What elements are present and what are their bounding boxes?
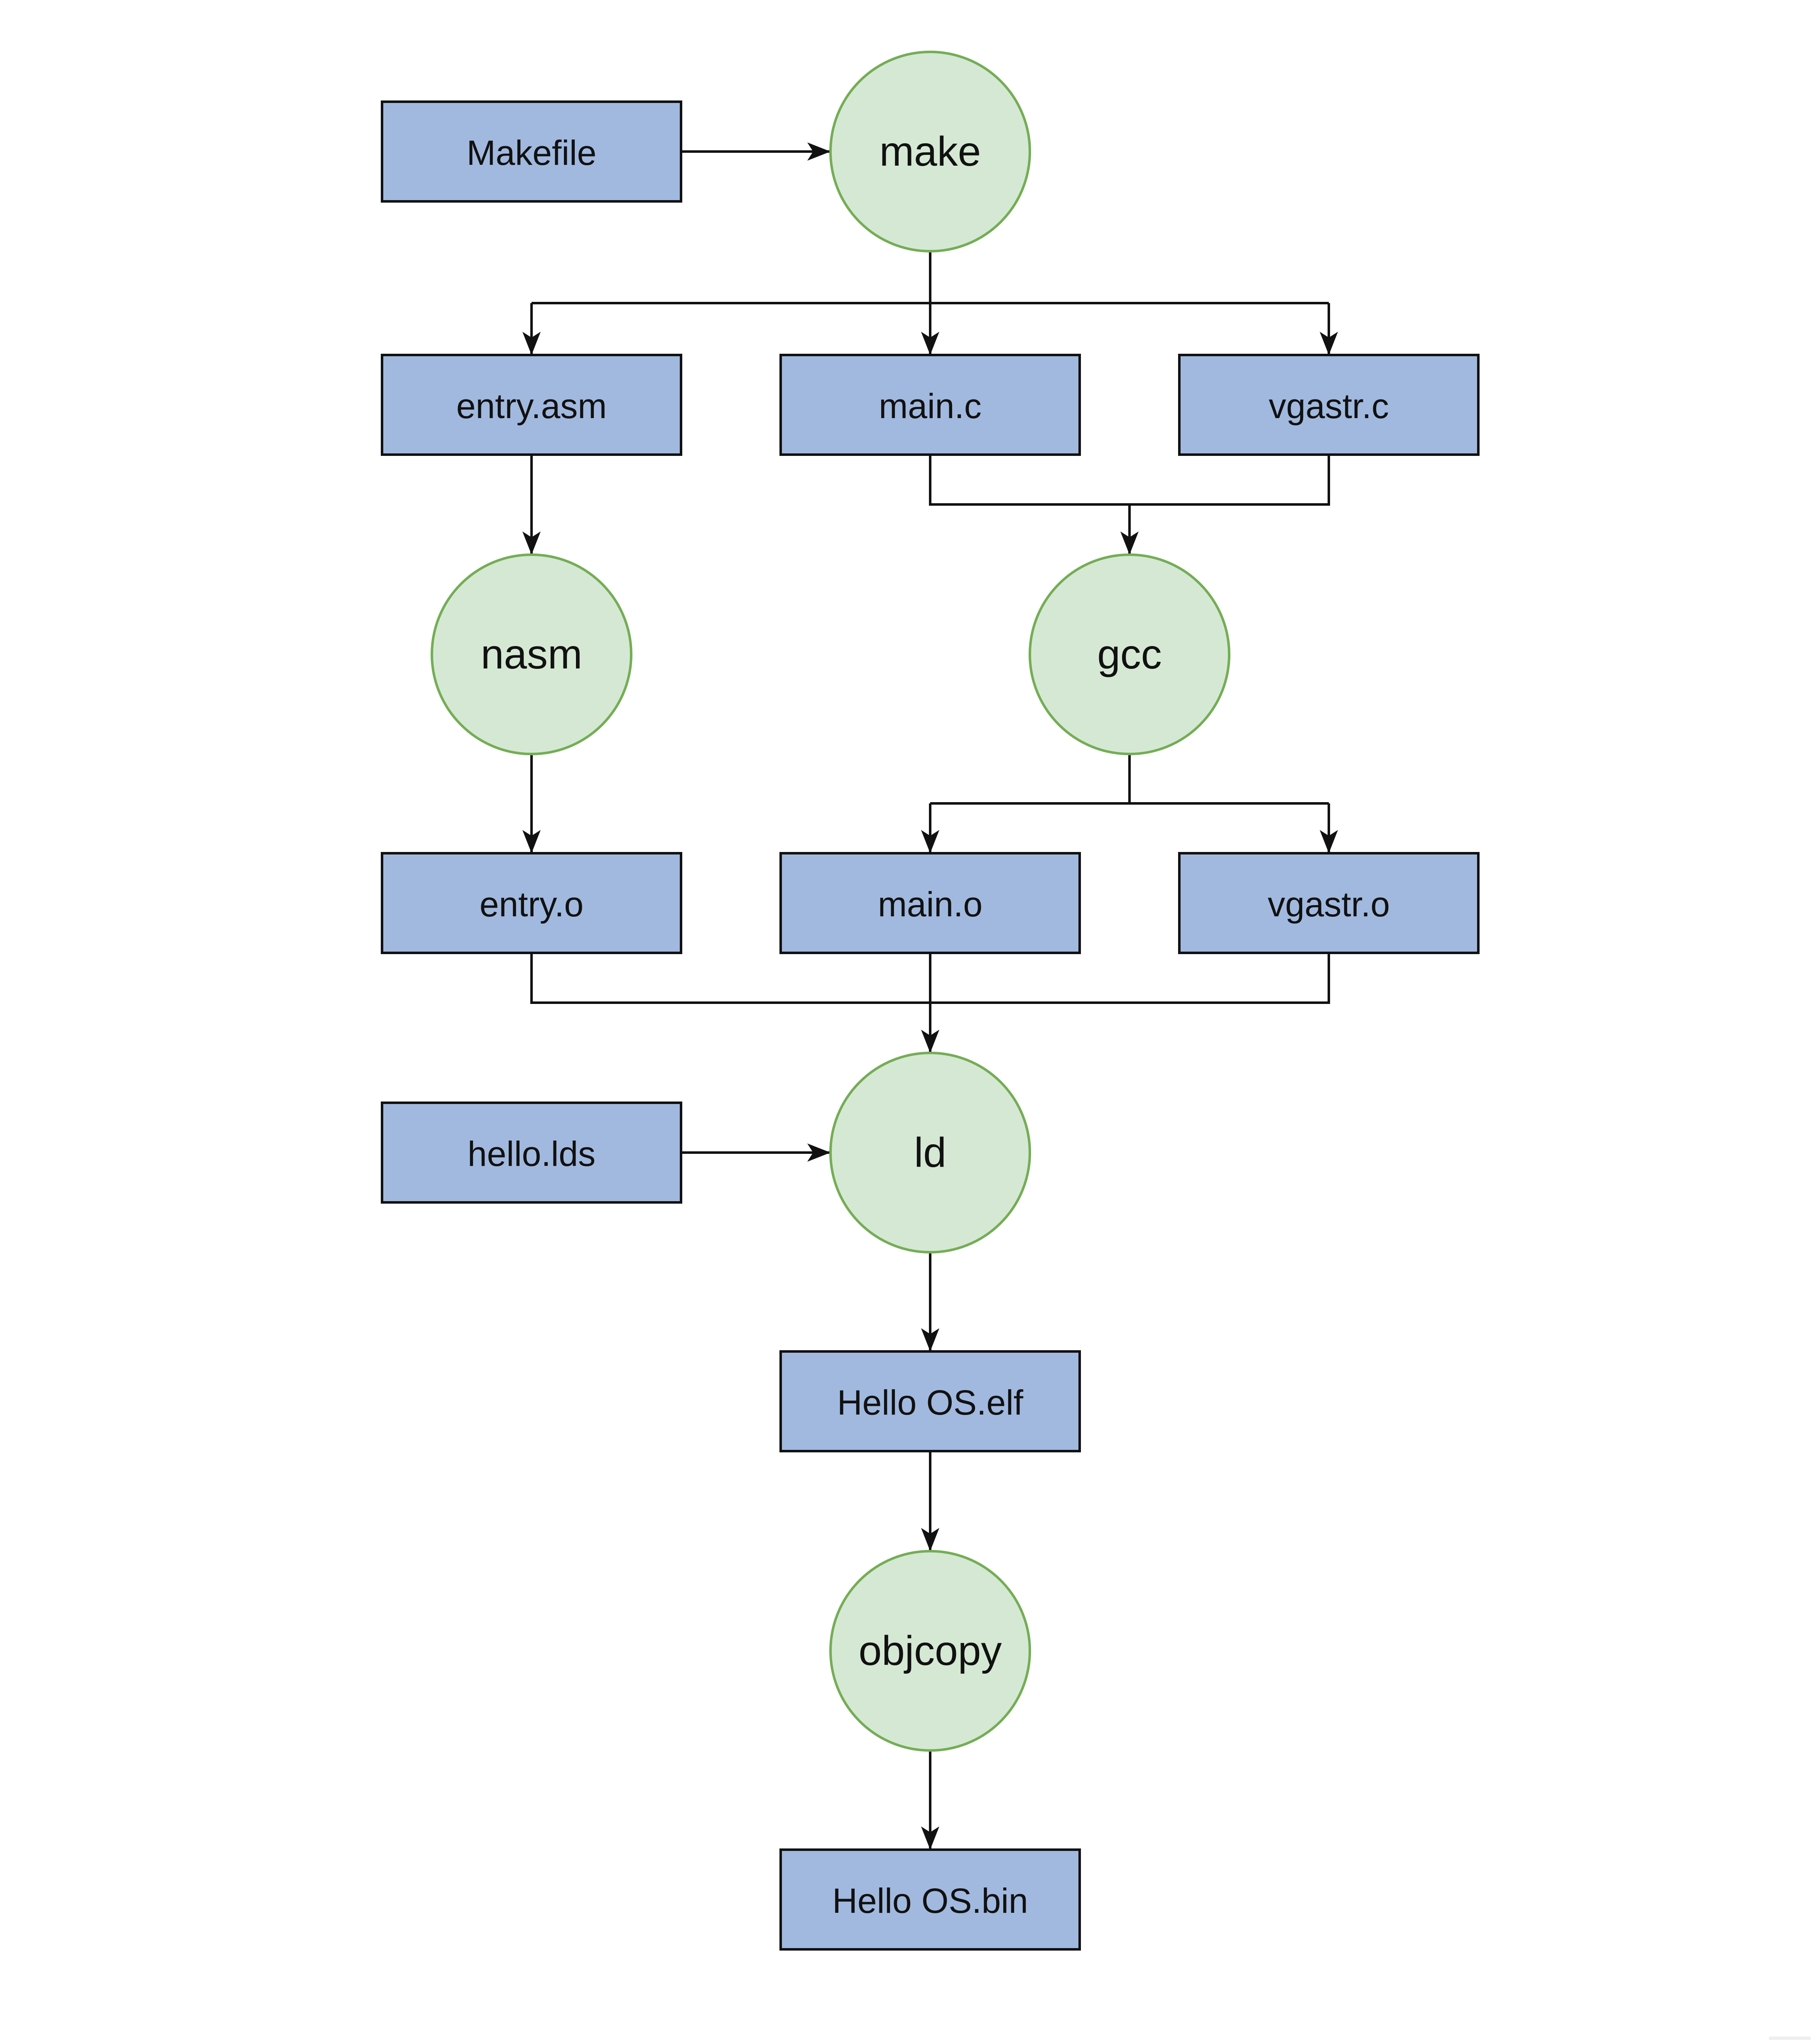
node-ld: ld: [829, 1052, 1031, 1253]
node-main-c-label: main.c: [879, 387, 981, 426]
node-entry-o: entry.o: [381, 852, 682, 954]
node-hello-lds-label: hello.lds: [468, 1134, 595, 1173]
node-gcc-label: gcc: [1097, 631, 1162, 678]
node-main-o-label: main.o: [878, 885, 983, 924]
node-vgastr-c-label: vgastr.c: [1269, 387, 1389, 426]
node-hello-os-elf-label: Hello OS.elf: [837, 1383, 1024, 1422]
node-hello-os-bin-label: Hello OS.bin: [832, 1881, 1028, 1920]
node-vgastr-c: vgastr.c: [1178, 354, 1480, 456]
watermark-mark: [1769, 2037, 1811, 2040]
node-hello-lds: hello.lds: [381, 1102, 682, 1204]
node-makefile: Makefile: [381, 100, 682, 203]
node-make: make: [829, 51, 1031, 252]
node-objcopy: objcopy: [829, 1550, 1031, 1752]
node-vgastr-o-label: vgastr.o: [1268, 885, 1390, 924]
node-nasm-label: nasm: [481, 631, 583, 678]
node-gcc: gcc: [1029, 553, 1230, 755]
node-vgastr-o: vgastr.o: [1178, 852, 1480, 954]
node-nasm: nasm: [431, 553, 632, 755]
node-main-c: main.c: [779, 354, 1081, 456]
node-main-o: main.o: [779, 852, 1081, 954]
node-entry-asm-label: entry.asm: [456, 387, 607, 426]
node-ld-label: ld: [914, 1129, 946, 1176]
edge-c-sources-bus: [929, 455, 1330, 506]
node-make-label: make: [880, 128, 981, 175]
node-hello-os-elf: Hello OS.elf: [779, 1350, 1081, 1452]
edges: [522, 142, 1338, 1850]
node-entry-o-label: entry.o: [480, 885, 584, 924]
node-hello-os-bin: Hello OS.bin: [779, 1848, 1081, 1951]
node-makefile-label: Makefile: [467, 133, 597, 172]
node-objcopy-label: objcopy: [859, 1628, 1002, 1674]
node-entry-asm: entry.asm: [381, 354, 682, 456]
